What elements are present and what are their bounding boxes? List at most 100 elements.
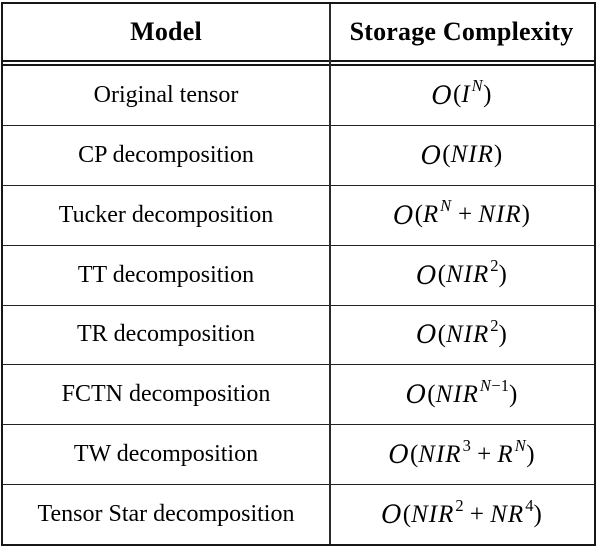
math-token: N	[411, 500, 428, 528]
math-token: (	[402, 500, 412, 528]
math-token: −	[491, 375, 501, 395]
math-token: (	[442, 141, 451, 169]
math-token: 1	[500, 375, 509, 395]
math-token: (	[437, 261, 446, 289]
model-cell: FCTN decomposition	[61, 381, 271, 408]
math-token: R	[472, 320, 489, 348]
math-token: (	[414, 201, 423, 229]
math-token: O	[381, 500, 402, 530]
math-token: )	[498, 261, 507, 289]
math-token: N	[440, 196, 452, 216]
math-token: N	[471, 76, 483, 96]
math-token: R	[505, 201, 521, 229]
math-token: O	[416, 320, 437, 350]
math-token: 2	[490, 256, 498, 276]
math-token: )	[483, 81, 492, 109]
math-token: 2	[490, 315, 499, 335]
math-token: N	[514, 435, 526, 455]
math-token: N	[450, 141, 468, 169]
math-token: )	[526, 440, 535, 468]
math-token: I	[428, 500, 438, 528]
math-token: I	[463, 320, 472, 348]
model-cell: TW decomposition	[73, 441, 259, 468]
math-token: 3	[463, 436, 471, 456]
math-token: )	[521, 201, 530, 229]
math-token: 4	[525, 496, 533, 516]
math-token: N	[490, 500, 507, 528]
math-token: N	[479, 375, 491, 395]
model-cell: CP decomposition	[78, 141, 254, 168]
math-token: R	[472, 261, 489, 289]
math-token: I	[468, 141, 477, 169]
math-token: (	[453, 81, 462, 109]
math-token: +	[477, 440, 492, 468]
math-token: N	[478, 201, 495, 229]
math-token: +	[457, 201, 473, 229]
math-token: N	[418, 440, 435, 468]
math-token: R	[497, 440, 513, 468]
model-cell: Tucker decomposition	[58, 201, 274, 228]
math-token: (	[437, 320, 446, 348]
math-token: R	[445, 440, 461, 468]
math-token: O	[405, 380, 427, 410]
math-token: (	[427, 380, 436, 408]
model-cell: Original tensor	[93, 81, 239, 108]
table-header-row: Model Storage Complexity	[3, 4, 594, 62]
math-token: R	[507, 500, 524, 528]
math-token: )	[493, 141, 503, 169]
math-token: O	[416, 260, 437, 290]
math-token: O	[393, 200, 414, 230]
math-token: N	[440, 196, 452, 216]
math-token: 2	[455, 496, 463, 516]
math-token: O	[431, 80, 453, 110]
math-token: N	[445, 261, 463, 289]
math-token: 2	[490, 256, 499, 275]
math-token: R	[477, 141, 493, 169]
model-cell: Tensor Star decomposition	[37, 501, 295, 528]
math-token: N	[435, 380, 453, 408]
math-token: I	[435, 440, 445, 468]
math-token: N−1	[480, 376, 509, 396]
math-token: R	[462, 380, 478, 408]
math-token: 4	[525, 495, 534, 515]
math-token: (	[409, 440, 419, 468]
math-token: )	[498, 320, 507, 348]
math-token: O	[388, 440, 409, 470]
column-divider	[329, 4, 331, 544]
math-token: R	[438, 500, 454, 528]
math-token: O	[420, 140, 442, 170]
math-token: N	[445, 320, 463, 348]
math-token: )	[533, 500, 542, 528]
math-token: )	[508, 380, 518, 408]
model-cell: TT decomposition	[77, 261, 255, 288]
math-token: 2	[490, 316, 498, 336]
header-cell-model: Model	[130, 17, 202, 46]
math-token: I	[461, 81, 470, 109]
math-token: 2	[455, 495, 464, 515]
header-cell-complexity: Storage Complexity	[349, 17, 574, 46]
math-token: R	[422, 201, 439, 229]
math-token: I	[495, 201, 505, 229]
math-token: I	[463, 261, 472, 289]
math-token: N	[472, 76, 484, 96]
math-token: N	[515, 436, 527, 456]
math-token: +	[469, 500, 484, 528]
